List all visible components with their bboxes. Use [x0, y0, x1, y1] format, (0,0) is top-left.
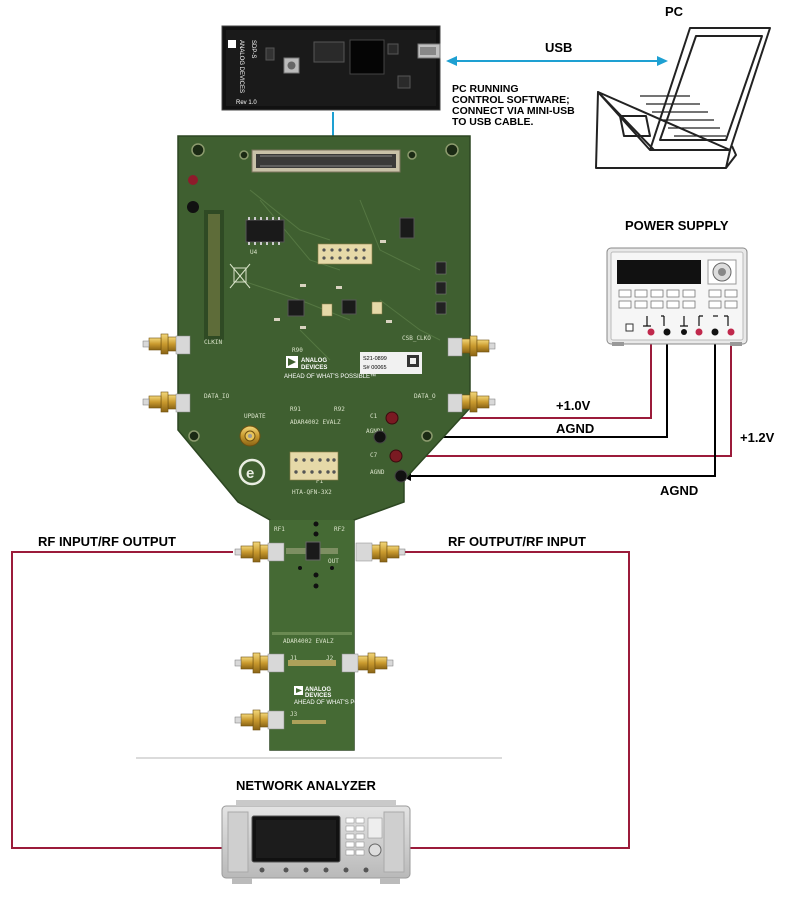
label-agnd: AGND	[370, 469, 385, 476]
adar4002-eval-board: U4 ANALOG DEVICES AHEAD OF WHAT'S	[177, 135, 471, 751]
ref-r90: R90	[292, 347, 303, 354]
sma-clkin	[142, 333, 181, 355]
sdp-s-board: ANALOG DEVICES SDP-S Rev 1.0	[221, 25, 441, 111]
ref-r91: R91	[290, 406, 301, 413]
label-agnd1: AGND1	[366, 428, 384, 435]
board-brand-line2: DEVICES	[301, 365, 327, 371]
pc-note-line-2: CONTROL SOFTWARE;	[452, 94, 570, 106]
label-out: OUT	[328, 558, 339, 565]
pc-note-line-4: TO USB CABLE.	[452, 116, 534, 128]
board-tagline: AHEAD OF WHAT'S POSSIBLE™	[284, 373, 376, 380]
power-supply-label: POWER SUPPLY	[625, 218, 729, 233]
label-update: UPDATE	[244, 413, 266, 420]
label-data-o: DATA_O	[414, 393, 436, 400]
ref-u4: U4	[250, 249, 258, 256]
label-plus-1v0: +1.0V	[556, 398, 591, 413]
ref-r92: R92	[334, 406, 345, 413]
label-j3: J3	[290, 711, 298, 718]
label-rf2: RF2	[334, 526, 345, 533]
label-agnd-1: AGND	[556, 421, 595, 436]
network-analyzer-label: NETWORK ANALYZER	[236, 778, 376, 793]
label-rf1: RF1	[274, 526, 285, 533]
rf-output-input-label: RF OUTPUT/RF INPUT	[448, 534, 586, 549]
sma-j3	[234, 709, 273, 731]
sma-j2	[355, 652, 394, 674]
board-serial1: S21-0899	[363, 356, 387, 362]
sma-j1	[234, 652, 273, 674]
label-data-io: DATA_IO	[204, 393, 230, 400]
pc-label: PC	[665, 4, 684, 19]
board-title-2: ADAR4002 EVALZ	[283, 638, 334, 645]
board-brand-lower-2: DEVICES	[305, 693, 331, 699]
sdp-vendor: ANALOG DEVICES	[238, 40, 244, 93]
cable-plus-1v0	[400, 332, 652, 419]
board-brand-line1: ANALOG	[301, 358, 327, 364]
cable-agnd-2	[409, 332, 716, 477]
board-brand-lower-1: ANALOG	[305, 687, 331, 693]
label-j1: J1	[290, 655, 298, 662]
label-c7: C7	[370, 452, 378, 459]
pc-note: PC RUNNING CONTROL SOFTWARE; CONNECT VIA…	[452, 84, 575, 128]
label-clkin: CLKIN	[204, 339, 222, 346]
sma-rf1	[234, 541, 273, 563]
label-socket: HTA-QFN-3X2	[292, 489, 332, 496]
sma-rf2	[367, 541, 406, 563]
cable-plus-1v2	[404, 332, 732, 457]
pc-note-line-3: CONNECT VIA MINI-USB	[452, 105, 575, 117]
ref-p1: P1	[316, 478, 324, 485]
usb-label: USB	[545, 40, 573, 55]
rf-cable-left	[11, 551, 233, 849]
usb-arrow-left	[446, 56, 457, 66]
label-agnd-2: AGND	[660, 483, 699, 498]
network-analyzer	[221, 800, 411, 884]
label-j2: J2	[326, 655, 334, 662]
label-c1: C1	[370, 413, 378, 420]
sma-data-o	[457, 391, 496, 413]
sma-data-io	[142, 391, 181, 413]
label-csb-clko: CSB_CLKO	[402, 335, 431, 342]
laptop-pc	[595, 27, 771, 169]
power-supply	[606, 247, 748, 346]
sdp-name: SDP-S	[250, 40, 256, 58]
rf-cable-right	[404, 551, 630, 849]
cable-agnd-1	[388, 332, 668, 438]
label-plus-1v2: +1.2V	[740, 430, 775, 445]
sdp-rev: Rev 1.0	[236, 100, 257, 106]
board-serial2: S# 00065	[363, 365, 387, 371]
board-tagline-lower: AHEAD OF WHAT'S POSSIBLE™	[294, 699, 386, 706]
sma-csb-clko	[457, 335, 496, 357]
svg-text:e: e	[246, 465, 254, 482]
usb-arrow-right	[657, 56, 668, 66]
board-title: ADAR4002 EVALZ	[290, 419, 341, 426]
rf-input-output-label: RF INPUT/RF OUTPUT	[38, 534, 176, 549]
pc-note-line-1: PC RUNNING	[452, 83, 519, 95]
